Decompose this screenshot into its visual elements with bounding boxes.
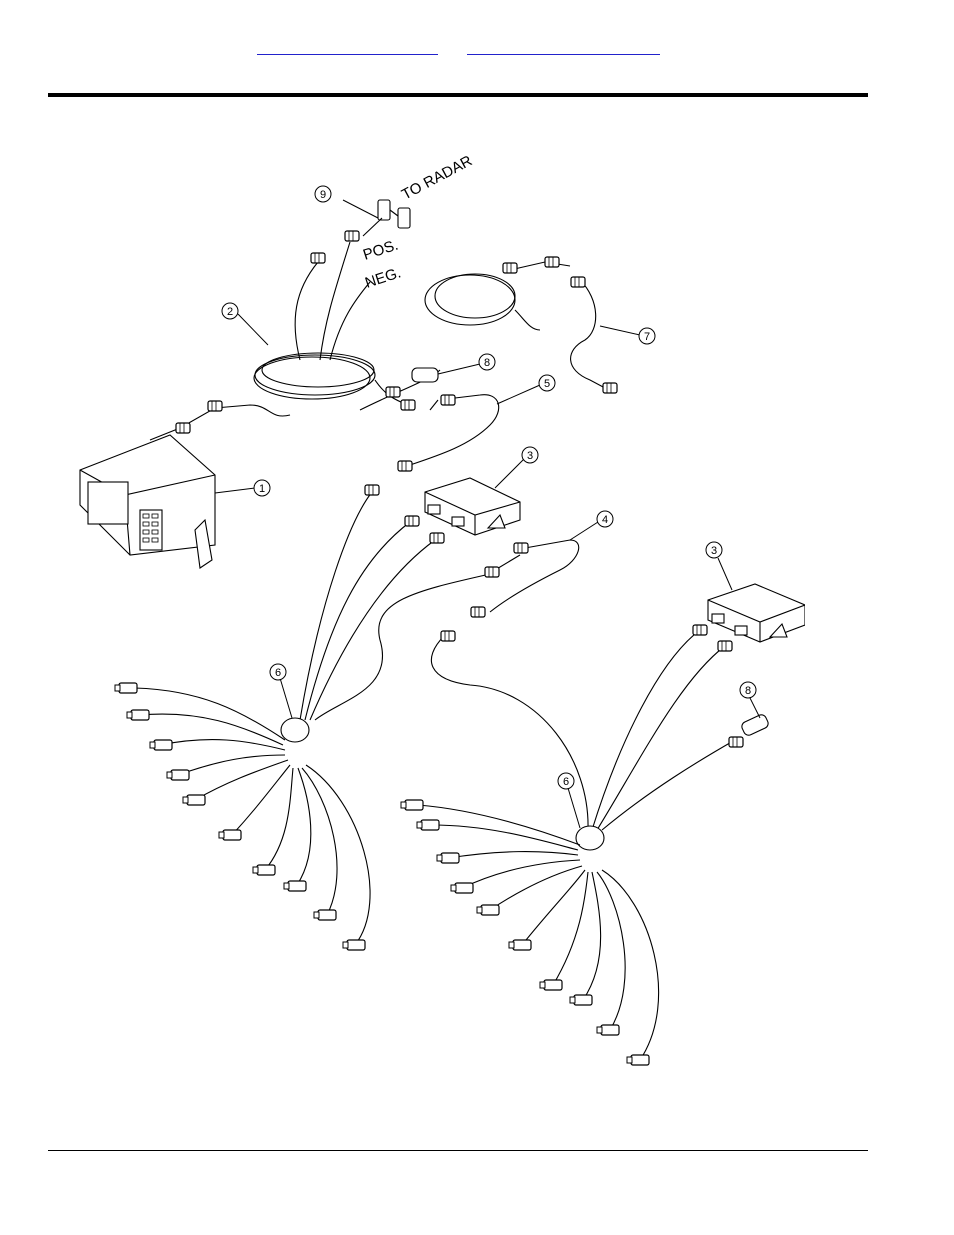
harness-6-left xyxy=(135,492,490,945)
callout-1-label: 1 xyxy=(259,483,265,495)
wiring-harness-diagram: TO RADAR POS. NEG. 1 2 3 4 5 6 7 8 9 3 6… xyxy=(70,140,805,1075)
callout-2: 2 xyxy=(222,303,238,319)
bottom-rule xyxy=(48,1150,868,1151)
cable-4 xyxy=(490,540,579,612)
callout-3b-label: 3 xyxy=(711,545,717,557)
callout-5-label: 5 xyxy=(544,378,550,390)
callout-8b: 8 xyxy=(740,682,756,698)
callout-3-label: 3 xyxy=(527,450,533,462)
callout-8: 8 xyxy=(479,354,495,370)
monitor xyxy=(80,435,215,568)
label-to-radar: TO RADAR xyxy=(399,152,475,203)
callout-3b: 3 xyxy=(706,542,722,558)
callout-6b-label: 6 xyxy=(563,776,569,788)
module-3-upper xyxy=(425,478,520,535)
callout-7-label: 7 xyxy=(644,331,650,343)
callout-8b-label: 8 xyxy=(745,685,751,697)
header-links xyxy=(0,40,954,56)
callout-7: 7 xyxy=(639,328,655,344)
callout-9-label: 9 xyxy=(320,189,326,201)
header-link-2[interactable] xyxy=(467,40,660,55)
terminator-8-upper xyxy=(412,368,438,382)
label-neg: NEG. xyxy=(363,264,403,292)
header-link-1[interactable] xyxy=(257,40,438,55)
callout-9: 9 xyxy=(315,186,331,202)
terminator-8-lower xyxy=(740,713,769,737)
callout-6: 6 xyxy=(270,664,286,680)
callout-4-label: 4 xyxy=(602,514,608,526)
label-pos: POS. xyxy=(361,237,400,264)
radar-tee xyxy=(363,200,410,236)
callout-6-label: 6 xyxy=(275,667,281,679)
callout-5: 5 xyxy=(539,375,555,391)
callout-2-label: 2 xyxy=(227,306,233,318)
callout-3: 3 xyxy=(522,447,538,463)
callout-8-label: 8 xyxy=(484,357,490,369)
callout-4: 4 xyxy=(597,511,613,527)
module-3-lower xyxy=(708,584,805,642)
top-rule xyxy=(48,93,868,97)
callout-6b: 6 xyxy=(558,773,574,789)
cable-2-coil xyxy=(150,242,408,440)
callout-1: 1 xyxy=(254,480,270,496)
